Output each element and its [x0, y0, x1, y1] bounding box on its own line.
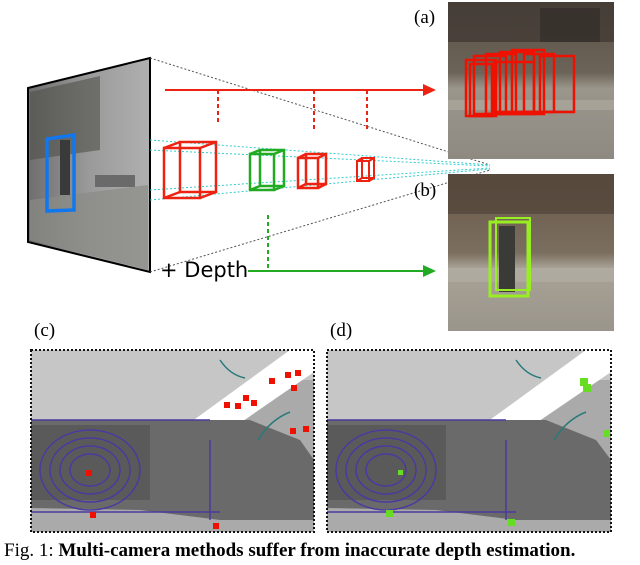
candidate-box-3 — [356, 157, 375, 182]
panel-label-a: (a) — [414, 7, 436, 28]
photo-a — [448, 2, 614, 159]
bev-map-c — [30, 349, 315, 533]
candidate-box-1 — [162, 140, 218, 200]
camera-image-plane — [27, 56, 151, 274]
frustum-lines — [149, 57, 491, 273]
panel-label-c: (c) — [34, 320, 56, 341]
candidate-box-2 — [296, 152, 328, 190]
bev-map-d — [326, 349, 612, 533]
ambiguity-arrow — [165, 84, 436, 130]
depth-arrow — [248, 215, 436, 277]
panel-label-d: (d) — [330, 320, 353, 341]
caption-prefix: Fig. 1: — [4, 540, 59, 561]
camera-person-box — [45, 132, 76, 213]
panel-label-b: (b) — [414, 180, 437, 201]
depth-label: + Depth — [160, 258, 249, 282]
photo-b — [448, 174, 614, 331]
correct-box — [248, 148, 286, 192]
caption-title: Multi-camera methods suffer from inaccur… — [58, 540, 576, 561]
figure-caption: Fig. 1: Multi-camera methods suffer from… — [4, 540, 640, 563]
